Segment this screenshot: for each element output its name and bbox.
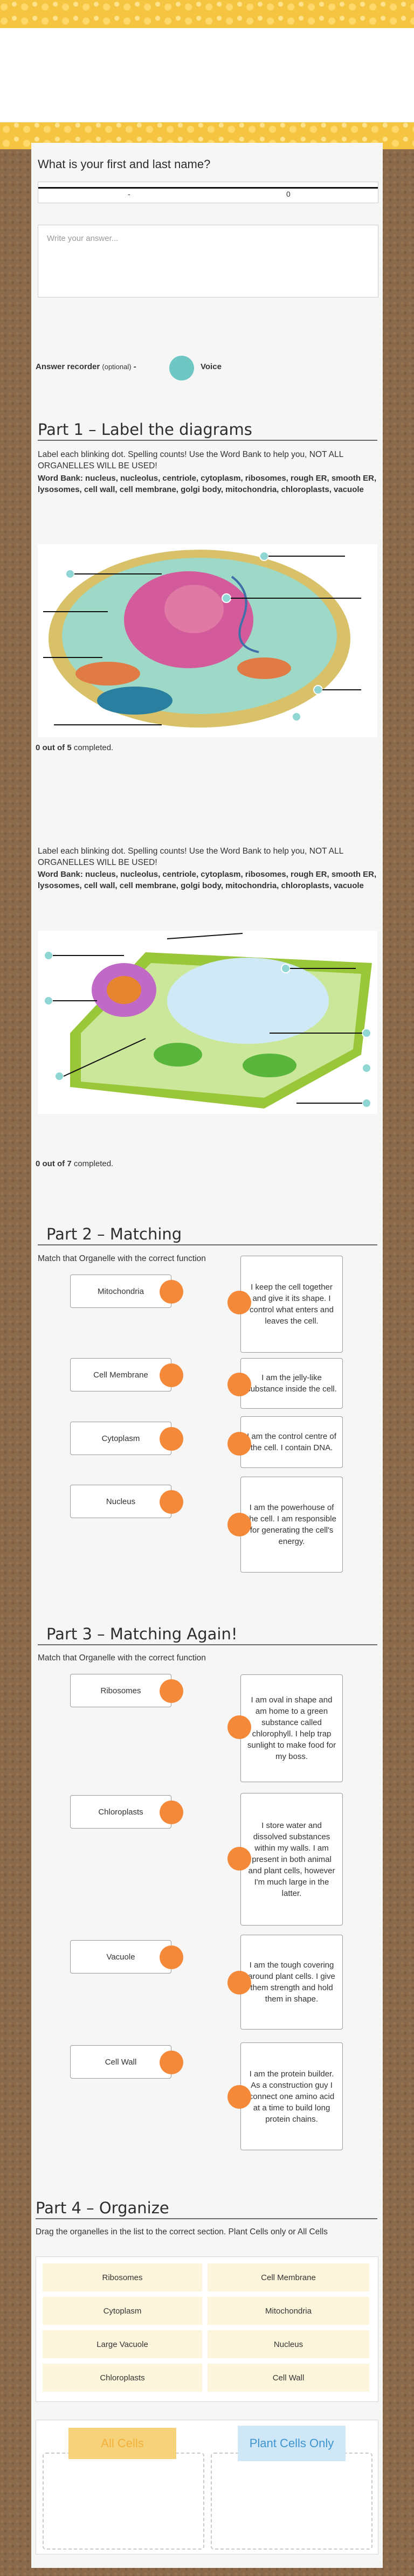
part3-title: Part 3 – Matching Again! [46, 1625, 238, 1643]
animal-cell-diagram [38, 544, 377, 737]
match-definition[interactable]: I am the control centre of the cell. I c… [240, 1416, 343, 1468]
diagram1-progress: 0 out of 5 completed. [36, 743, 114, 752]
chloroplast-shape-2 [243, 1054, 296, 1077]
plant-dot-3 [54, 1071, 64, 1081]
part1-instructions: Label each blinking dot. Spelling counts… [38, 450, 343, 470]
plant-dot-2 [44, 996, 53, 1006]
match-term-vacuole[interactable]: Vacuole [70, 1940, 171, 1973]
match-connector[interactable] [160, 1427, 183, 1451]
organize-item-list: Ribosomes Cell Membrane Cytoplasm Mitoch… [36, 2256, 378, 2402]
name-answer-input[interactable]: Write your answer... [38, 225, 378, 297]
plant-dot-4 [281, 964, 291, 973]
all-cells-dropzone[interactable] [43, 2453, 204, 2550]
name-strip [38, 182, 378, 189]
all-cells-banner: All Cells [68, 2428, 176, 2459]
voice-label: Voice [201, 362, 222, 371]
match-definition[interactable]: I am the protein builder. As a construct… [240, 2042, 343, 2150]
match-connector[interactable] [160, 1679, 183, 1703]
match-connector[interactable] [227, 1847, 251, 1871]
golgi-shape [97, 687, 172, 715]
match-connector[interactable] [227, 1373, 251, 1396]
part3-instructions: Match that Organelle with the correct fu… [38, 1653, 206, 1663]
label-dot-2 [259, 551, 269, 561]
match-definition[interactable]: I am the powerhouse of the cell. I am re… [240, 1477, 343, 1573]
drop-zones-area: All Cells Plant Cells Only [36, 2420, 378, 2554]
nucleolus-shape [164, 585, 224, 633]
plant-dot-7 [362, 1098, 371, 1108]
match-definition[interactable]: I am oval in shape and am home to a gree… [240, 1674, 343, 1782]
name-strip-box: - 0 [38, 182, 378, 203]
match-term-nucleus[interactable]: Nucleus [70, 1485, 171, 1518]
match-term-cell-wall[interactable]: Cell Wall [70, 2045, 171, 2079]
plant-dot-6 [362, 1063, 371, 1073]
sortable-item[interactable]: Mitochondria [208, 2297, 369, 2325]
match-term-cytoplasm[interactable]: Cytoplasm [70, 1422, 171, 1455]
sortable-item[interactable]: Cytoplasm [43, 2297, 202, 2325]
plant-cells-banner: Plant Cells Only [238, 2426, 346, 2461]
label-dot-3 [222, 593, 231, 603]
chloroplast-shape [154, 1043, 202, 1067]
match-connector[interactable] [160, 1363, 183, 1387]
voice-record-button[interactable] [169, 356, 194, 380]
decorative-header-band [0, 0, 414, 28]
part1-divider [38, 440, 377, 441]
match-definition[interactable]: I keep the cell together and give it its… [240, 1256, 343, 1353]
header-image-area [0, 28, 414, 122]
match-connector[interactable] [227, 1291, 251, 1314]
match-connector[interactable] [227, 1715, 251, 1739]
part4-instructions: Drag the organelles in the list to the c… [36, 2227, 328, 2236]
nucleolus-shape [107, 976, 141, 1004]
match-connector[interactable] [160, 1280, 183, 1304]
mitochondrion-shape [75, 662, 140, 685]
name-question-title: What is your first and last name? [38, 157, 211, 171]
plant-cells-dropzone[interactable] [211, 2453, 372, 2550]
sortable-item[interactable]: Cell Membrane [208, 2263, 369, 2291]
match-connector[interactable] [227, 1432, 251, 1456]
match-term-chloroplasts[interactable]: Chloroplasts [70, 1795, 171, 1829]
match-connector[interactable] [160, 1801, 183, 1824]
part2-title: Part 2 – Matching [46, 1225, 182, 1243]
part4-divider [36, 2218, 377, 2219]
name-strip-left: - [128, 190, 130, 198]
part3-divider [38, 1644, 377, 1645]
part4-title: Part 4 – Organize [36, 2199, 169, 2217]
er-shape [231, 576, 259, 653]
match-term-cell-membrane[interactable]: Cell Membrane [70, 1358, 171, 1391]
answer-recorder-label: Answer recorder (optional) - [36, 362, 136, 371]
part2-divider [38, 1244, 377, 1245]
match-term-mitochondria[interactable]: Mitochondria [70, 1275, 171, 1308]
diagram2-word-bank: Word Bank: nucleus, nucleolus, centriole… [38, 870, 377, 890]
diagram2-progress: 0 out of 7 completed. [36, 1159, 114, 1168]
match-connector[interactable] [160, 2051, 183, 2074]
label-dot-1 [65, 569, 75, 579]
part1-title: Part 1 – Label the diagrams [38, 420, 252, 439]
sortable-item[interactable]: Ribosomes [43, 2263, 202, 2291]
sortable-item[interactable]: Cell Wall [208, 2364, 369, 2392]
label-dot-4 [313, 685, 323, 695]
match-connector[interactable] [227, 1971, 251, 1995]
plant-dot-5 [362, 1028, 371, 1038]
match-connector[interactable] [160, 1490, 183, 1514]
worksheet-panel: What is your first and last name? - 0 Wr… [31, 143, 383, 2568]
mitochondrion-shape-2 [237, 657, 291, 679]
match-definition[interactable]: I am the jelly-like substance inside the… [240, 1358, 343, 1409]
vacuole-shape [167, 958, 329, 1044]
match-connector[interactable] [160, 1945, 183, 1969]
name-strip-right: 0 [286, 190, 291, 198]
match-connector[interactable] [227, 2085, 251, 2109]
match-definition[interactable]: I store water and dissolved substances w… [240, 1793, 343, 1926]
plant-cell-diagram [38, 931, 377, 1114]
plant-dot-1 [44, 951, 53, 960]
sortable-item[interactable]: Chloroplasts [43, 2364, 202, 2392]
diagram2-instructions: Label each blinking dot. Spelling counts… [38, 847, 343, 867]
sortable-item[interactable]: Large Vacuole [43, 2330, 202, 2358]
part1-word-bank: Word Bank: nucleus, nucleolus, centriole… [38, 474, 377, 494]
sortable-item[interactable]: Nucleus [208, 2330, 369, 2358]
match-definition[interactable]: I am the tough covering around plant cel… [240, 1935, 343, 2030]
match-term-ribosomes[interactable]: Ribosomes [70, 1674, 171, 1707]
match-connector[interactable] [227, 1513, 251, 1536]
label-dot-5 [292, 712, 301, 722]
part2-instructions: Match that Organelle with the correct fu… [38, 1254, 206, 1263]
